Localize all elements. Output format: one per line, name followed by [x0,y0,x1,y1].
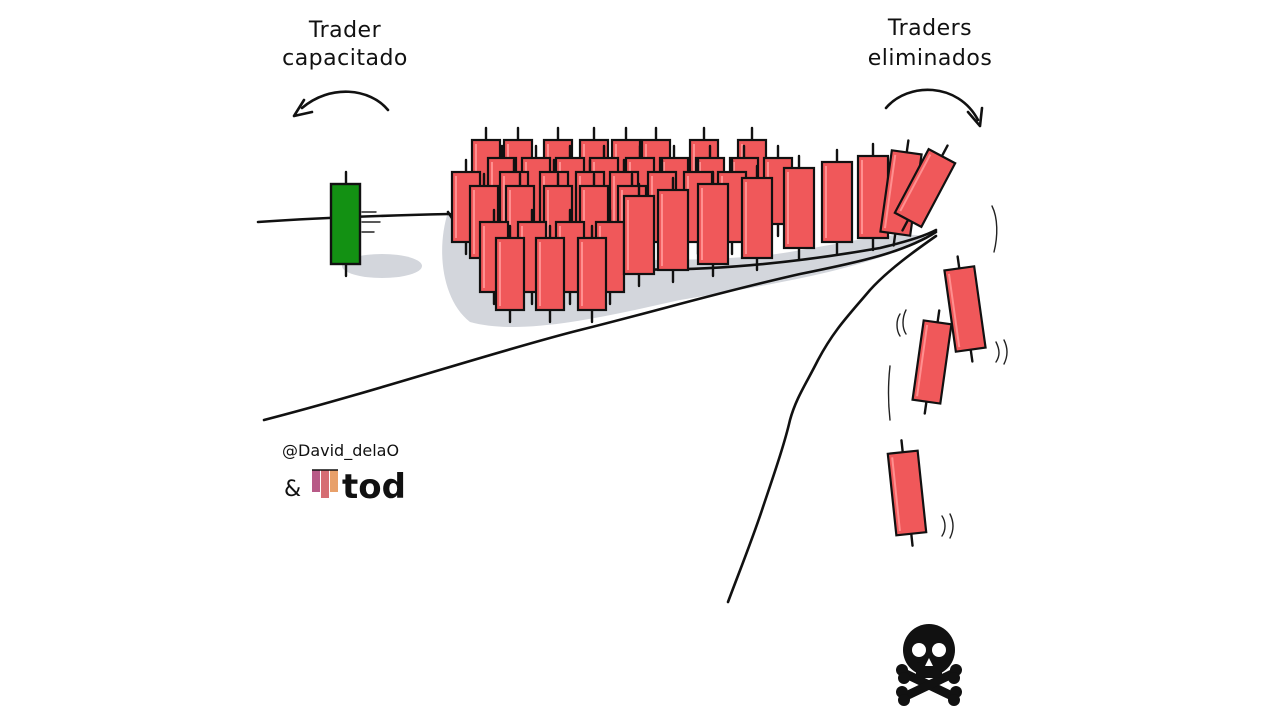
red-candle-36 [576,224,608,324]
falling-candles [886,255,987,547]
tod-logo-icon [312,469,338,498]
author-handle: @David_delaO [282,441,399,461]
falling-candle-1 [943,255,987,363]
red-candle-41 [782,154,816,262]
label-traders-eliminados-line1: Traders [887,16,972,41]
motion-lines [887,205,1008,539]
red-candle-40 [740,164,774,272]
falling-candle-2 [911,309,953,415]
red-candle-37 [622,182,656,288]
red-candle-39 [696,170,730,278]
brand-name: tod [342,467,406,507]
red-candle-34 [494,224,526,324]
label-traders-eliminados-line2: eliminados [868,46,993,71]
falling-candle-3 [886,439,928,547]
red-candle-43 [856,142,890,252]
green-candle-shadow [342,254,422,278]
green-candle [329,170,381,278]
red-candle-45 [893,144,957,232]
skull-crossbones-icon [896,624,962,706]
cliff-face [726,234,938,604]
credit-ampersand: & [284,477,301,502]
label-trader-capacitado-line2: capacitado [282,46,408,71]
cliff-underside [262,230,938,422]
red-candle-42 [820,148,854,256]
red-candle-35 [534,224,566,324]
curved-arrow-right-icon [884,88,984,128]
label-trader-capacitado-line1: Trader [308,18,382,43]
curved-arrow-left-icon [292,90,390,118]
red-candle-crowd [450,126,957,324]
red-candle-38 [656,176,690,284]
